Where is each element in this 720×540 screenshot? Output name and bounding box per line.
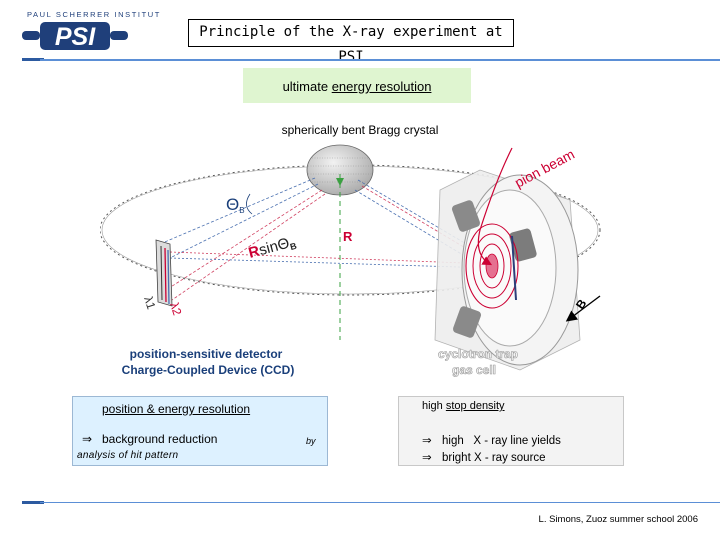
theta-b-symbol: Θ [226,195,239,214]
institute-name: PAUL SCHERRER INSTITUT [27,10,161,19]
experiment-diagram: RsinΘB ΘB R λ1 λ2 pion beam B position-s… [100,144,601,377]
radius-arrow-icon [336,178,344,186]
implies-arrow-icon: ⇒ [422,435,432,447]
source-line: ⇒ bright X - ray source [422,450,546,464]
trap-label-line2: gas cell [452,363,496,377]
b-field-arrow-icon [565,295,601,322]
detector-label-line2: Charge-Coupled Device (CCD) [122,363,295,377]
background-reduction-line: ⇒ background reduction [82,432,217,446]
ccd-detector [155,239,173,307]
background-reduction-text: background reduction [102,432,218,446]
lambda1-label: λ1 [141,295,158,312]
psi-logo-letters: PSI [55,23,96,50]
resolution-box: ultimate energy resolution [243,68,471,103]
by-label: by [306,436,316,446]
lambda2-label: λ2 [167,301,184,318]
detector-features-box [72,396,328,466]
stop-density-heading: high stop density [422,400,505,412]
footer-rule [40,502,720,503]
detector-label-line1: position-sensitive detector [130,347,283,361]
trap-features-box [398,396,624,466]
footer-rule-accent [22,501,44,504]
header-rule-accent [22,58,44,61]
footer-credit: L. Simons, Zuoz summer school 2006 [538,514,698,525]
slide-title: Principle of the X-ray experiment at PSI [188,19,514,65]
resolution-prefix: ultimate [282,79,332,94]
header-rule [40,59,720,61]
theta-b-label: ΘB [226,195,245,215]
r-sin-sub: B [289,241,298,252]
stop-density-prefix: high [422,400,446,412]
yield-line: ⇒ high X - ray line yields [422,433,561,447]
hit-pattern-note: analysis of hit pattern [77,450,179,461]
rowland-circle [100,164,601,296]
psi-logo: PSI [22,22,128,50]
theta-arc [246,193,253,215]
resolution-emphasis: energy resolution [331,79,432,94]
implies-arrow-icon: ⇒ [422,452,432,464]
trap-label-line1: cyclotron trap [438,347,518,361]
r-label: R [343,229,353,244]
position-resolution-heading: position & energy resolution [102,402,251,416]
r-sin-theta: Θ [276,235,292,254]
theta-b-sub: B [239,206,244,215]
crystal-label: spherically bent Bragg crystal [281,123,439,137]
source-text: bright X - ray source [442,452,546,464]
r-sin-sin: sin [257,238,280,259]
stop-density-emphasis: stop density [445,400,505,412]
implies-arrow-icon: ⇒ [82,432,93,446]
r-sin-theta-label: RsinΘB [247,233,299,263]
pion-beam-path [477,147,513,266]
r-sin-r: R [247,243,262,262]
yield-text: high X - ray line yields [442,435,561,447]
cyclotron-trap [434,169,581,371]
